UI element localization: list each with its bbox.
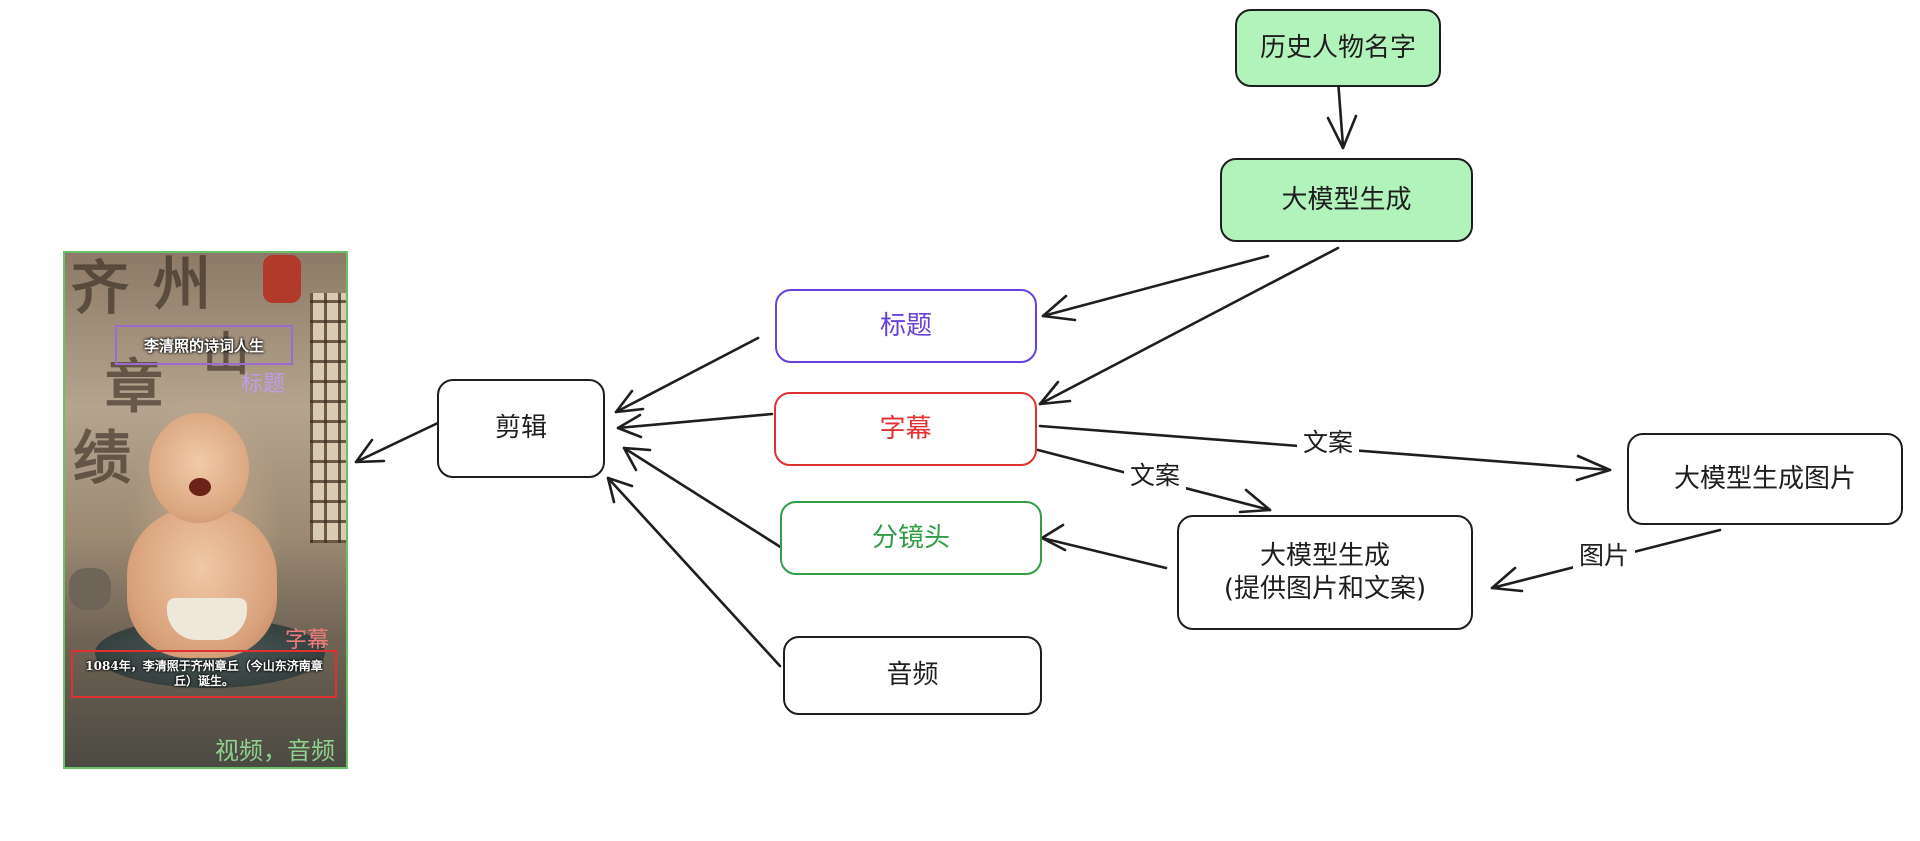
- node-edit[interactable]: 剪辑: [437, 379, 605, 478]
- node-historical-name[interactable]: 历史人物名字: [1235, 9, 1441, 87]
- node-llm-generate-provide-text: 大模型生成 (提供图片和文案): [1224, 540, 1426, 605]
- node-llm-generate-provide-line1: 大模型生成: [1259, 541, 1390, 571]
- lantern: [263, 255, 301, 303]
- video-preview-image: 齐 州 章 绩 山 李清照的诗词人生 标题 字幕 1084年，李清照于齐州章丘（…: [63, 251, 348, 769]
- edge-label-image: 图片: [1572, 541, 1636, 571]
- preview-title-text: 李清照的诗词人生: [143, 336, 264, 355]
- arrow-title-to-edit: [614, 336, 760, 414]
- preview-video-tag: 视频，音频: [215, 737, 335, 765]
- arrow-llm-to-subtitle: [1038, 246, 1340, 406]
- node-llm-image[interactable]: 大模型生成图片: [1627, 433, 1903, 525]
- arrow-subtitle-to-edit: [616, 412, 774, 439]
- arrow-llm-provide-to-storyboard: [1040, 523, 1168, 570]
- preview-subtitle-box: 1084年，李清照于齐州章丘（今山东济南章丘）诞生。: [71, 650, 337, 698]
- baby-head: [149, 413, 249, 523]
- clay-pot: [69, 568, 111, 610]
- node-llm-generate-provide-line2: (提供图片和文案): [1223, 573, 1427, 604]
- node-historical-name-label: 历史人物名字: [1259, 32, 1416, 63]
- node-audio[interactable]: 音频: [783, 636, 1042, 715]
- node-storyboard-label: 分镜头: [871, 522, 950, 553]
- node-title[interactable]: 标题: [775, 289, 1037, 363]
- node-llm-image-label: 大模型生成图片: [1673, 463, 1856, 494]
- calligraphy-char: 州: [153, 251, 212, 318]
- node-subtitle[interactable]: 字幕: [774, 392, 1037, 466]
- preview-subtitle-tag: 字幕: [285, 628, 330, 653]
- arrow-storyboard-to-edit: [622, 446, 784, 550]
- preview-title-box: 李清照的诗词人生: [115, 325, 293, 365]
- calligraphy-char: 章: [105, 353, 164, 421]
- calligraphy-char: 齐: [71, 254, 130, 322]
- node-llm-generate-label: 大模型生成: [1281, 184, 1412, 215]
- lattice-window: [310, 293, 346, 543]
- calligraphy-char: 绩: [73, 424, 132, 492]
- preview-title-tag: 标题: [241, 372, 286, 397]
- baby-diaper: [167, 598, 247, 640]
- node-audio-label: 音频: [886, 660, 939, 691]
- arrow-name-to-llm: [1326, 78, 1358, 150]
- edge-label-copy-lower: 文案: [1123, 461, 1187, 491]
- node-edit-label: 剪辑: [494, 413, 547, 444]
- arrow-llm-to-title: [1041, 254, 1270, 322]
- baby-mouth: [189, 478, 211, 496]
- node-storyboard[interactable]: 分镜头: [780, 501, 1042, 575]
- node-llm-generate[interactable]: 大模型生成: [1220, 158, 1473, 242]
- edge-label-copy-upper: 文案: [1296, 428, 1360, 458]
- node-subtitle-label: 字幕: [879, 413, 932, 444]
- node-title-label: 标题: [879, 310, 932, 341]
- node-llm-generate-provide[interactable]: 大模型生成 (提供图片和文案): [1177, 515, 1473, 630]
- calligraphy-char: 山: [203, 327, 249, 381]
- arrow-audio-to-edit: [606, 476, 782, 668]
- arrow-edit-to-preview: [354, 420, 442, 464]
- preview-subtitle-text: 1084年，李清照于齐州章丘（今山东济南章丘）诞生。: [85, 659, 323, 688]
